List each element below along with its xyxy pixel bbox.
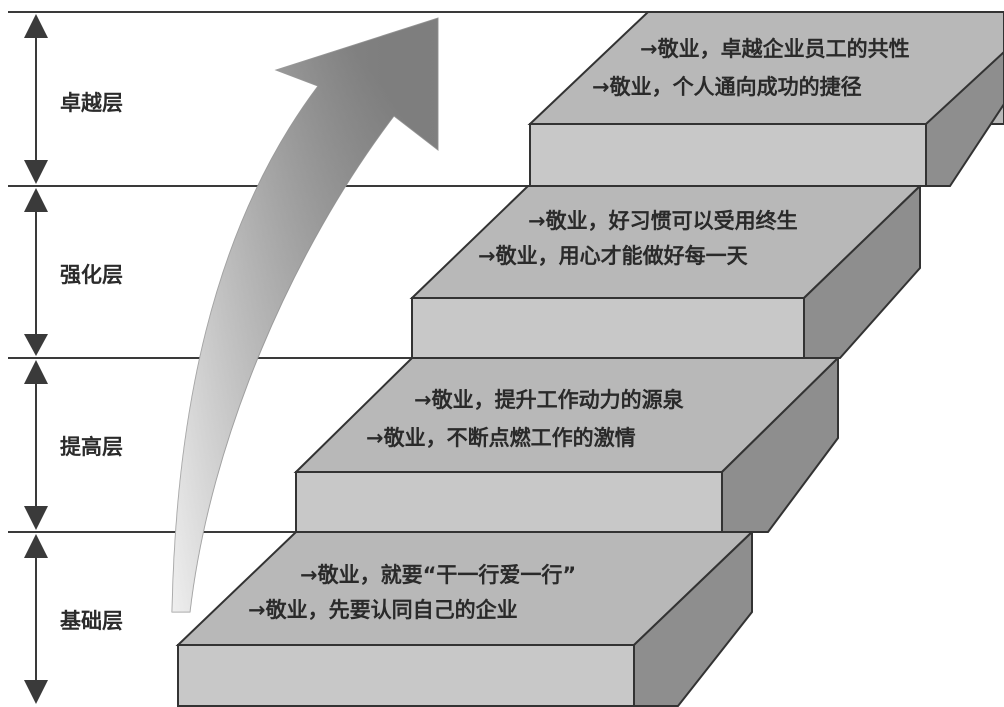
step-improve-line-2: →敬业，不断点燃工作的激情 — [366, 426, 636, 450]
level-label-excellence: 卓越层 — [60, 91, 123, 115]
span-arrow-strengthen — [24, 188, 48, 356]
step-excellence-line-2: →敬业，个人通向成功的捷径 — [592, 75, 862, 99]
span-arrow-excellence — [24, 14, 48, 184]
step-strengthen-line-1: →敬业，好习惯可以受用终生 — [528, 209, 798, 233]
level-label-strengthen: 强化层 — [60, 263, 123, 287]
step-strengthen-line-2: →敬业，用心才能做好每一天 — [478, 244, 749, 268]
span-arrow-improve — [24, 360, 48, 530]
step-improve-front — [295, 471, 723, 533]
step-excellence: →敬业，卓越企业员工的共性 →敬业，个人通向成功的捷径 — [527, 11, 1004, 187]
step-foundation-front — [177, 644, 635, 707]
span-arrow-foundation — [24, 534, 48, 704]
level-span-arrows — [24, 14, 48, 704]
step-foundation-line-2: →敬业，先要认同自己的企业 — [248, 598, 518, 622]
step-improve-line-1: →敬业，提升工作动力的源泉 — [414, 388, 685, 412]
step-strengthen-front — [411, 297, 805, 359]
step-foundation-line-1: →敬业，就要“干一行爱一行” — [300, 563, 576, 587]
step-excellence-front — [529, 123, 927, 187]
level-label-foundation: 基础层 — [60, 609, 123, 633]
level-label-improve: 提高层 — [60, 435, 123, 459]
step-excellence-top — [527, 11, 1004, 125]
step-strengthen: →敬业，好习惯可以受用终生 →敬业，用心才能做好每一天 — [409, 183, 923, 359]
step-improve: →敬业，提升工作动力的源泉 →敬业，不断点燃工作的激情 — [293, 355, 841, 533]
step-excellence-line-1: →敬业，卓越企业员工的共性 — [640, 37, 910, 61]
step-foundation: →敬业，就要“干一行爱一行” →敬业，先要认同自己的企业 — [175, 529, 755, 707]
rising-arrow-icon — [171, 17, 439, 613]
